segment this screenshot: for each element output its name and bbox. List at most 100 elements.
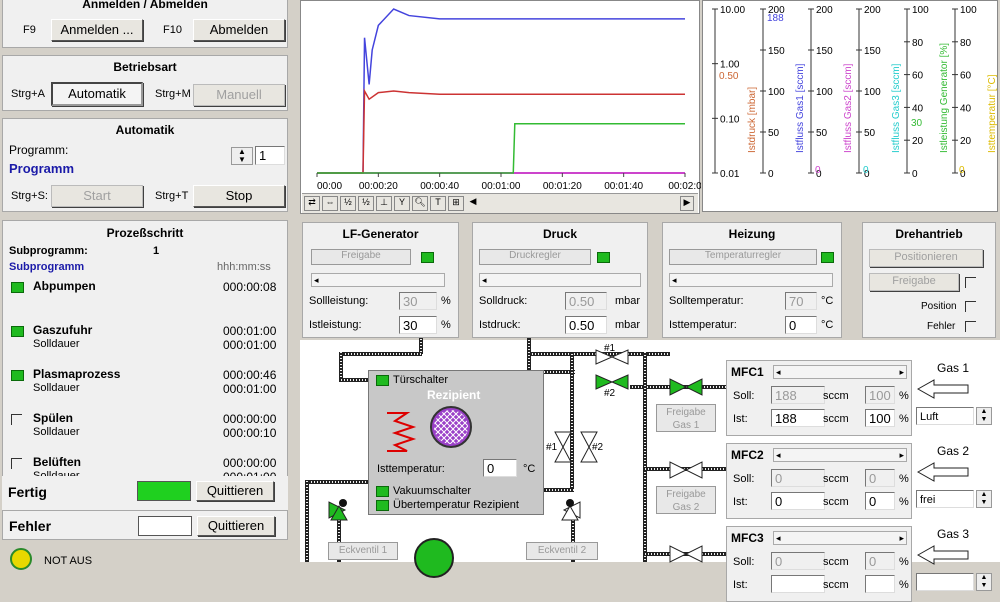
axis-tick-label: 80 — [912, 38, 924, 49]
mfc-panel: MFC2 ◂▸ Soll: 0 sccm 0 % Ist: 0 sccm 0 % — [726, 443, 912, 519]
mfc-soll-input[interactable]: 188 — [771, 386, 825, 404]
scale-icon[interactable]: ½ — [340, 196, 356, 211]
programm-spinner[interactable]: ▲▼ — [231, 147, 253, 165]
lf-soll-input[interactable]: 30 — [399, 292, 437, 310]
axis-current-value: 0 — [959, 165, 965, 176]
gas-select[interactable]: Luft — [916, 407, 974, 425]
scroll-left-icon[interactable]: ◀ — [469, 196, 477, 206]
start-button[interactable]: Start — [51, 185, 143, 207]
pipe — [305, 480, 309, 562]
cursor-icon[interactable]: ⊥ — [376, 196, 392, 211]
fertig-indicator — [137, 481, 191, 501]
heizung-slider[interactable]: ◂ — [669, 273, 833, 287]
axis-tick-label: 20 — [960, 136, 972, 147]
druck-slider[interactable]: ◂ — [479, 273, 641, 287]
gas-spinner[interactable]: ▲▼ — [976, 407, 992, 425]
key-strg-s: Strg+S: — [11, 190, 48, 202]
mfc-soll-pct[interactable]: 0 — [865, 469, 895, 487]
mfc-slider[interactable]: ◂▸ — [773, 448, 907, 462]
mfc-panel: MFC3 ◂▸ Soll: 0 sccm 0 % Ist: sccm % — [726, 526, 912, 602]
gas2-freigabe-button[interactable]: Freigabe Gas 2 — [656, 486, 716, 514]
mfc-unit: sccm — [823, 556, 849, 568]
heizung-ist-value: 0 — [785, 316, 817, 334]
heizung-soll-input[interactable]: 70 — [785, 292, 817, 310]
axis-tick-label: 0 — [912, 169, 918, 180]
druck-soll-input[interactable]: 0.50 — [565, 292, 607, 310]
fehler-quittieren-button[interactable]: Quittieren — [197, 516, 275, 536]
mfc-slider[interactable]: ◂▸ — [773, 365, 907, 379]
valve-top-1-label: #1 — [604, 343, 616, 354]
zoom-x-icon[interactable]: ⇔ — [322, 196, 338, 211]
login-button[interactable]: Anmelden ... — [51, 19, 143, 41]
axis-tick-label: 200 — [864, 5, 881, 16]
lf-title: LF-Generator — [342, 227, 419, 241]
mfc-soll-label: Soll: — [733, 473, 755, 485]
gas1-valve-icon[interactable] — [668, 377, 704, 397]
gas-spinner[interactable]: ▲▼ — [976, 573, 992, 591]
key-f10: F10 — [163, 24, 182, 36]
lf-slider[interactable]: ◂ — [311, 273, 445, 287]
valve-pair-top[interactable] — [594, 347, 630, 393]
gas-select[interactable] — [916, 573, 974, 591]
gas2-valve-icon[interactable] — [668, 460, 704, 480]
mfc-unit: sccm — [823, 496, 849, 508]
lf-ist-label: Istleistung: — [309, 319, 362, 331]
eckventil-1-icon[interactable] — [327, 498, 349, 522]
eckventil-2-button[interactable]: Eckventil 2 — [526, 542, 598, 560]
step-name: Gaszufuhr — [33, 323, 93, 337]
axis-current-value: 0 — [863, 165, 869, 176]
gas1-freigabe-button[interactable]: Freigabe Gas 1 — [656, 404, 716, 432]
scale2-icon[interactable]: ½ — [358, 196, 374, 211]
pump-icon[interactable] — [414, 538, 454, 578]
heizung-ist-label: Isttemperatur: — [669, 319, 737, 331]
step-indicator — [11, 370, 24, 381]
axis-label: Istleistung Generator [%] — [939, 43, 950, 153]
dreh-fehler-checkbox — [965, 321, 976, 332]
fertig-label: Fertig — [8, 484, 47, 500]
druckregler-button[interactable]: Druckregler — [479, 249, 591, 265]
fertig-quittieren-button[interactable]: Quittieren — [196, 481, 274, 501]
mfc-unit: sccm — [823, 390, 849, 402]
valve-pair-vertical[interactable] — [553, 430, 613, 466]
settings-icon[interactable]: T — [430, 196, 446, 211]
scroll-right-icon[interactable]: ▶ — [680, 196, 694, 211]
automatik-button[interactable]: Automatik — [51, 82, 143, 106]
axis-label: Istfluss Gas2 [sccm] — [843, 63, 854, 153]
programm-number-input[interactable]: 1 — [255, 146, 285, 165]
positionieren-button[interactable]: Positionieren — [869, 249, 983, 267]
mfc-slider[interactable]: ◂▸ — [773, 531, 907, 545]
manuell-button[interactable]: Manuell — [193, 84, 285, 106]
mfc-soll-input[interactable]: 0 — [771, 469, 825, 487]
axis-tick-label: 40 — [912, 103, 924, 114]
pan-x-icon[interactable]: ⇄ — [304, 196, 320, 211]
uebertemp-led — [376, 500, 389, 511]
eckventil-2-icon[interactable] — [560, 498, 582, 522]
lf-freigabe-button[interactable]: Freigabe — [311, 249, 411, 265]
grid-icon[interactable]: ⊞ — [448, 196, 464, 211]
logout-button[interactable]: Abmelden — [193, 19, 285, 41]
gas-spinner[interactable]: ▲▼ — [976, 490, 992, 508]
eckventil-1-button[interactable]: Eckventil 1 — [328, 542, 398, 560]
search-icon[interactable]: 🔍︎ — [412, 196, 428, 211]
axis-tick-label: 50 — [864, 128, 876, 139]
axis-tick-label: 0 — [960, 169, 966, 180]
x-tick-label: 00:01:40 — [604, 181, 643, 192]
notaus-icon[interactable] — [10, 548, 32, 570]
mfc-soll-pct[interactable]: 100 — [865, 386, 895, 404]
y-axis-icon[interactable]: Y — [394, 196, 410, 211]
axis-current-value: 0 — [815, 165, 821, 176]
stop-button[interactable]: Stop — [193, 185, 285, 207]
mfc-soll-pct[interactable]: 0 — [865, 552, 895, 570]
pipe — [337, 515, 341, 562]
gas3-valve-icon[interactable] — [668, 544, 704, 564]
x-tick-label: 00:00:40 — [420, 181, 459, 192]
pipe — [419, 338, 423, 354]
mfc-soll-input[interactable]: 0 — [771, 552, 825, 570]
dreh-freigabe-button[interactable]: Freigabe — [869, 273, 959, 291]
axis-tick-label: 0 — [864, 169, 870, 180]
series-line — [317, 88, 685, 174]
temperaturregler-button[interactable]: Temperaturregler — [669, 249, 817, 265]
lf-soll-label: Sollleistung: — [309, 295, 369, 307]
gas-select[interactable]: frei — [916, 490, 974, 508]
